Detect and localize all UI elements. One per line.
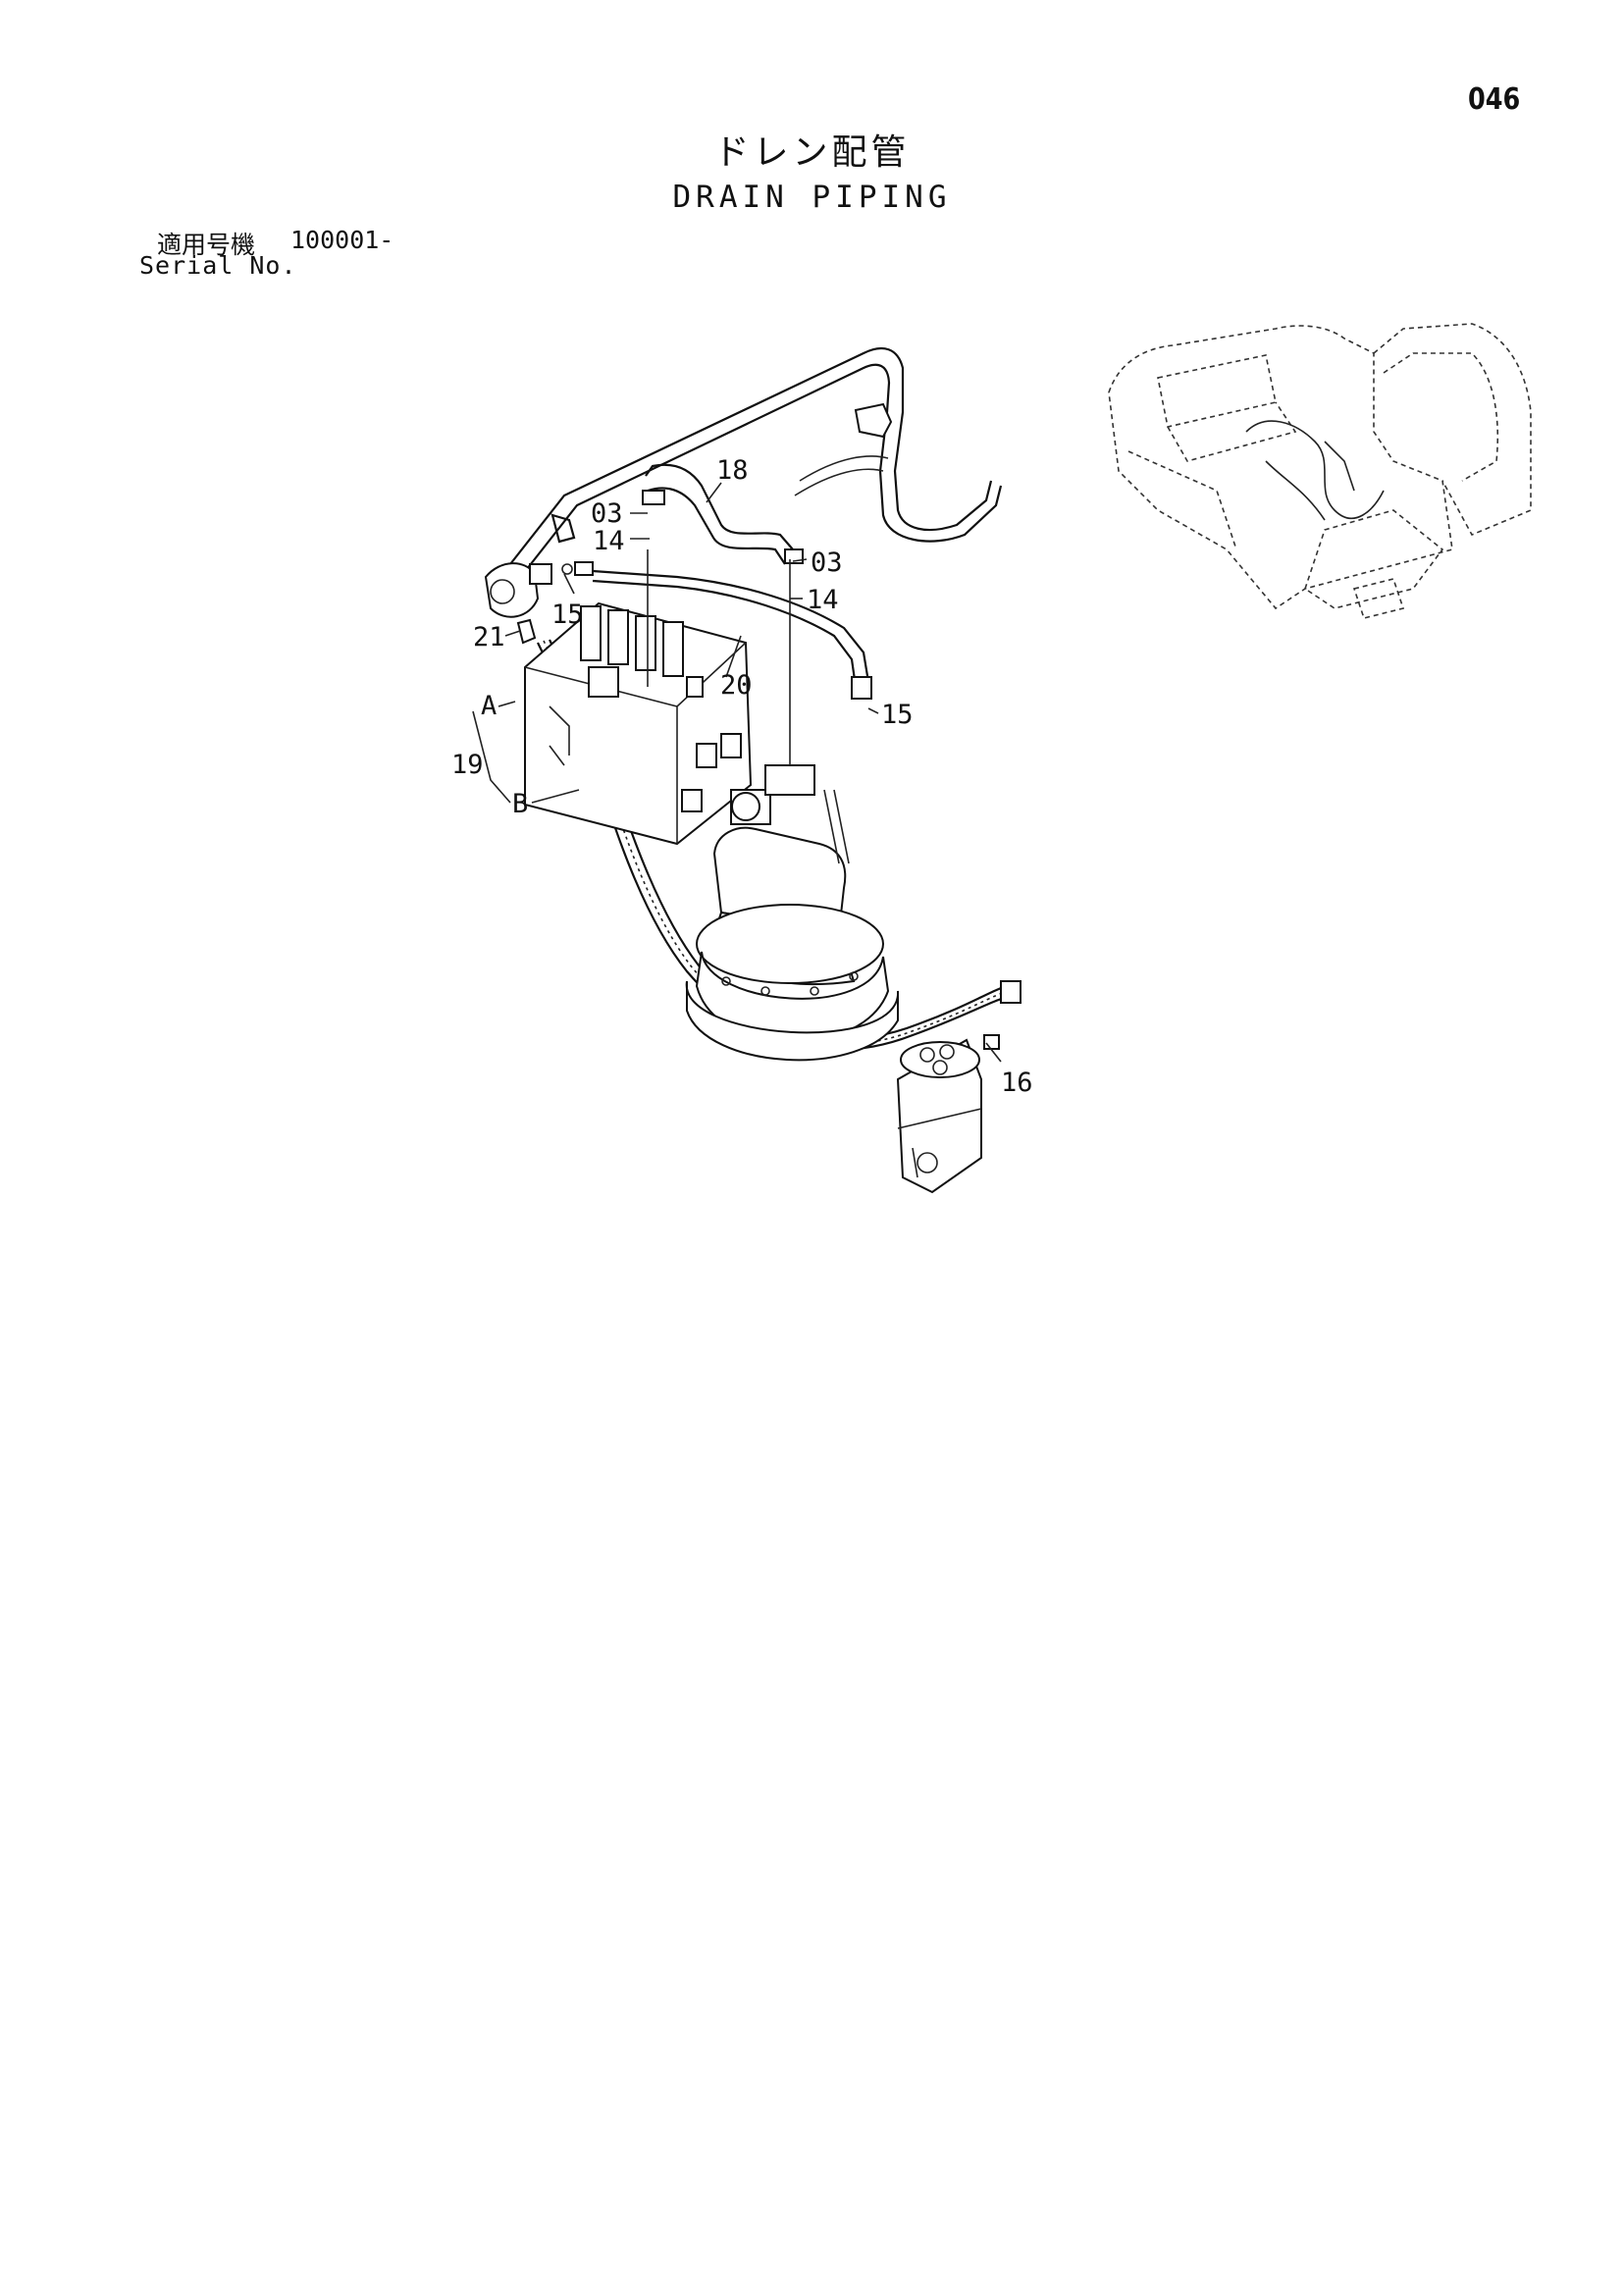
excavator-overview-illustration — [1108, 323, 1532, 619]
callout-labels: 18 03 14 03 14 15 21 20 15 A 19 B 16 — [451, 455, 1033, 1098]
serial-label-japanese: 適用号機 — [157, 231, 256, 259]
page-title-japanese: ドレン配管 — [713, 132, 911, 173]
center-joint — [896, 1034, 1000, 1194]
hose-20 — [592, 569, 872, 700]
serial-number-value: 100001- — [290, 226, 394, 254]
callout-21: 21 — [473, 622, 505, 652]
page-title-english: DRAIN PIPING — [672, 180, 952, 215]
swing-motor — [647, 549, 900, 1062]
leader-lines — [472, 482, 1002, 1063]
callout-15-right: 15 — [881, 700, 914, 730]
callout-18: 18 — [716, 455, 749, 486]
callout-A: A — [481, 691, 497, 721]
drain-pipe-upper — [509, 346, 1003, 575]
callout-14-left: 14 — [593, 526, 625, 556]
callout-14-right: 14 — [807, 585, 839, 615]
callout-B: B — [512, 789, 528, 819]
callout-15-left: 15 — [551, 600, 584, 630]
page-number: 046 — [1468, 82, 1521, 117]
callout-03-left: 03 — [591, 498, 623, 529]
control-valve — [524, 601, 753, 846]
callout-03-right: 03 — [811, 548, 843, 578]
callout-20: 20 — [720, 670, 753, 701]
callout-16: 16 — [1001, 1068, 1033, 1098]
drain-fitting-left — [484, 561, 594, 645]
serial-label-english: Serial No. — [139, 251, 297, 280]
callout-19: 19 — [451, 750, 484, 780]
